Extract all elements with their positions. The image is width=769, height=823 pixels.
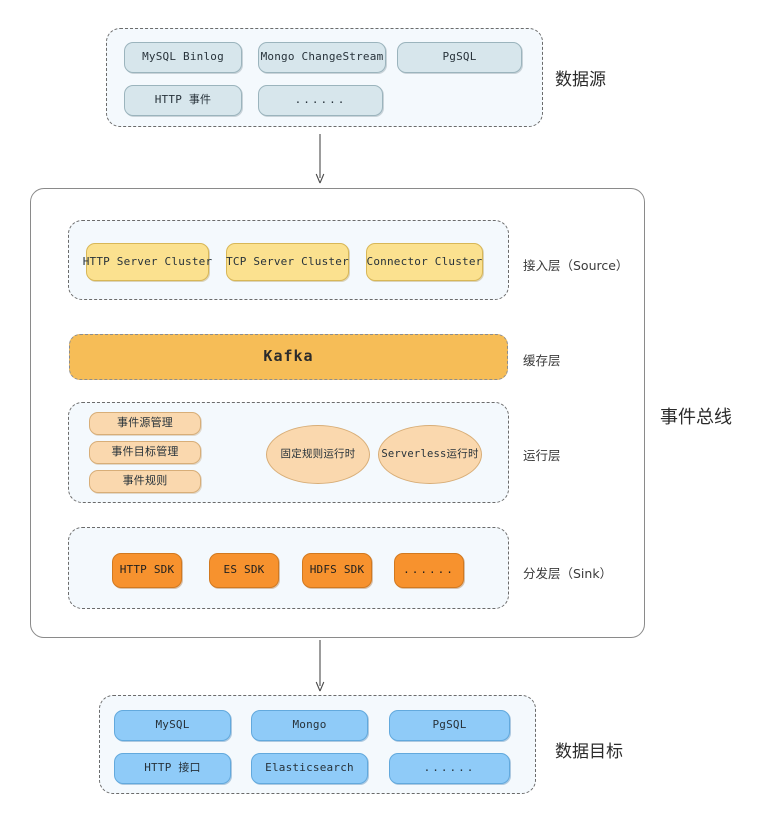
node-label: TCP Server Cluster	[226, 254, 349, 268]
connector-source-to-bus-icon	[315, 134, 325, 184]
node-label: 固定规则运行时	[280, 448, 356, 461]
source-node-mongo-changestream[interactable]: Mongo ChangeStream	[258, 42, 386, 73]
node-label: 事件源管理	[117, 416, 173, 430]
kafka-node[interactable]: Kafka	[69, 334, 508, 380]
runtime-node-event-target-management[interactable]: 事件目标管理	[89, 441, 201, 464]
runtime-node-serverless-runtime[interactable]: Serverless运行时	[378, 425, 482, 484]
node-label: ......	[403, 563, 455, 577]
cache-layer-label: 缓存层	[523, 353, 561, 368]
node-label: HTTP SDK	[119, 563, 175, 577]
source-node-http-event[interactable]: HTTP 事件	[124, 85, 242, 116]
data-target-label: 数据目标	[555, 742, 623, 762]
ingress-node-http-server-cluster[interactable]: HTTP Server Cluster	[83, 243, 212, 281]
ingress-layer-label: 接入层（Source）	[523, 258, 629, 273]
sink-layer-label: 分发层（Sink）	[523, 566, 613, 581]
node-label: HDFS SDK	[309, 563, 365, 577]
node-label: HTTP 接口	[144, 761, 201, 775]
source-node-pgsql[interactable]: PgSQL	[397, 42, 522, 73]
node-label: HTTP 事件	[154, 93, 212, 107]
source-node-mysql-binlog[interactable]: MySQL Binlog	[124, 42, 242, 73]
runtime-node-event-rules[interactable]: 事件规则	[89, 470, 201, 493]
node-label: ......	[423, 761, 476, 775]
node-label: Connector Cluster	[366, 254, 483, 268]
node-label: MySQL	[155, 718, 190, 732]
target-node-mysql[interactable]: MySQL	[114, 710, 231, 741]
sink-node-more[interactable]: ......	[394, 553, 464, 588]
sink-node-hdfs-sdk[interactable]: HDFS SDK	[302, 553, 372, 588]
source-node-more[interactable]: ......	[258, 85, 383, 116]
sink-node-http-sdk[interactable]: HTTP SDK	[112, 553, 182, 588]
node-label: HTTP Server Cluster	[82, 254, 213, 268]
node-label: PgSQL	[432, 718, 467, 732]
ingress-node-connector-cluster[interactable]: Connector Cluster	[366, 243, 483, 281]
target-node-http-api[interactable]: HTTP 接口	[114, 753, 231, 784]
target-node-more[interactable]: ......	[389, 753, 510, 784]
target-node-pgsql[interactable]: PgSQL	[389, 710, 510, 741]
node-label: Serverless运行时	[381, 448, 479, 461]
node-label: ......	[294, 93, 347, 107]
runtime-node-fixed-rule-runtime[interactable]: 固定规则运行时	[266, 425, 370, 484]
ingress-node-tcp-server-cluster[interactable]: TCP Server Cluster	[226, 243, 349, 281]
node-label: Mongo ChangeStream	[260, 50, 384, 64]
node-label: Kafka	[263, 347, 314, 366]
node-label: ES SDK	[223, 563, 265, 577]
runtime-layer-label: 运行层	[523, 448, 561, 463]
node-label: 事件目标管理	[111, 445, 179, 459]
node-label: 事件规则	[122, 474, 168, 488]
target-node-elasticsearch[interactable]: Elasticsearch	[251, 753, 368, 784]
node-label: PgSQL	[442, 50, 477, 64]
event-bus-label: 事件总线	[660, 407, 732, 428]
node-label: MySQL Binlog	[142, 50, 224, 64]
node-label: Elasticsearch	[265, 761, 354, 775]
connector-bus-to-target-icon	[315, 640, 325, 692]
node-label: Mongo	[292, 718, 327, 732]
data-source-label: 数据源	[555, 70, 606, 90]
runtime-node-event-source-management[interactable]: 事件源管理	[89, 412, 201, 435]
target-node-mongo[interactable]: Mongo	[251, 710, 368, 741]
sink-node-es-sdk[interactable]: ES SDK	[209, 553, 279, 588]
